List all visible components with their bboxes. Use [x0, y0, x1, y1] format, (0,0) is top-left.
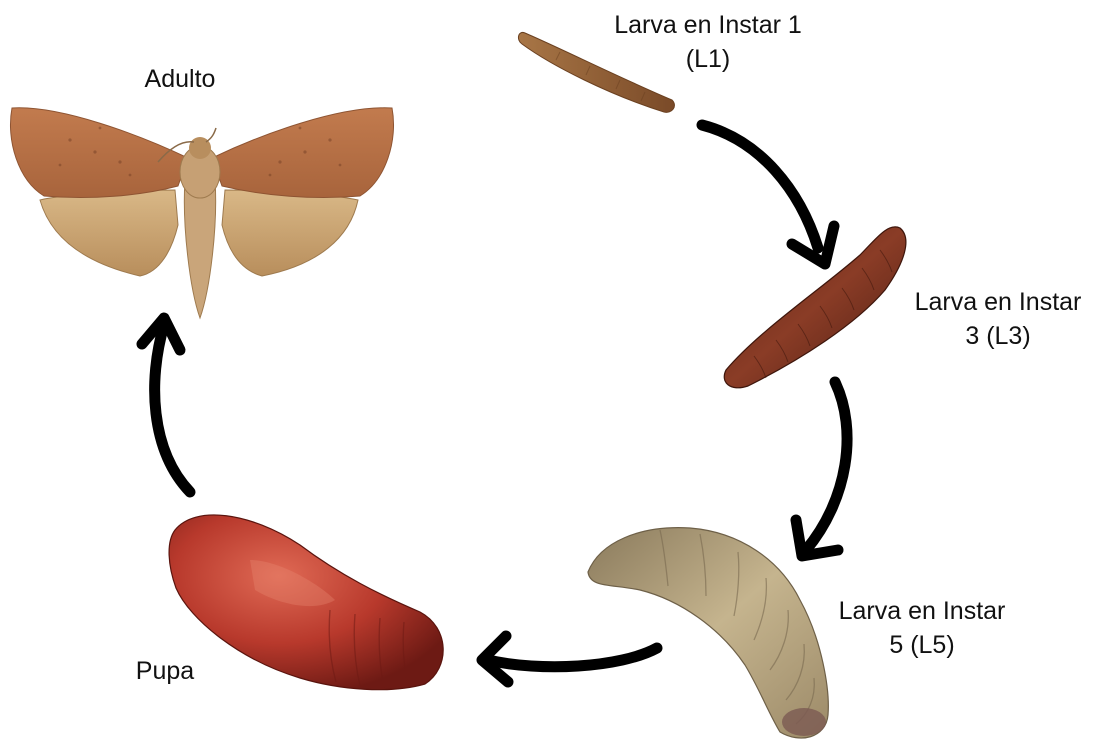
- label-pupa-line-1: Pupa: [115, 654, 215, 688]
- label-l3-line-1: Larva en Instar: [888, 285, 1108, 319]
- label-pupa: Pupa: [115, 654, 215, 688]
- moth-right-hindwing: [222, 190, 358, 276]
- label-l1-line-1: Larva en Instar 1: [585, 8, 831, 42]
- label-l1: Larva en Instar 1 (L1): [585, 8, 831, 76]
- label-l3: Larva en Instar 3 (L3): [888, 285, 1108, 353]
- arrow-pupa-to-adult: [142, 318, 190, 492]
- label-l5-line-1: Larva en Instar: [810, 594, 1034, 628]
- adult-moth-image: [10, 108, 393, 318]
- moth-abdomen: [184, 180, 215, 318]
- label-adult-line-1: Adulto: [120, 62, 240, 96]
- moth-antenna-right: [206, 128, 216, 142]
- label-l1-line-2: (L1): [585, 42, 831, 76]
- larva-l5-image: [588, 528, 828, 738]
- moth-right-forewing: [212, 108, 394, 198]
- moth-left-hindwing: [40, 190, 178, 276]
- arrow-l5-to-pupa: [482, 636, 657, 682]
- label-l5-line-2: 5 (L5): [810, 628, 1034, 662]
- label-adult: Adulto: [120, 62, 240, 96]
- arrow-l3-to-l5: [796, 382, 847, 556]
- moth-left-forewing: [10, 108, 188, 198]
- label-l3-line-2: 3 (L3): [888, 319, 1108, 353]
- arrow-l1-to-l3: [702, 125, 834, 264]
- label-l5: Larva en Instar 5 (L5): [810, 594, 1034, 662]
